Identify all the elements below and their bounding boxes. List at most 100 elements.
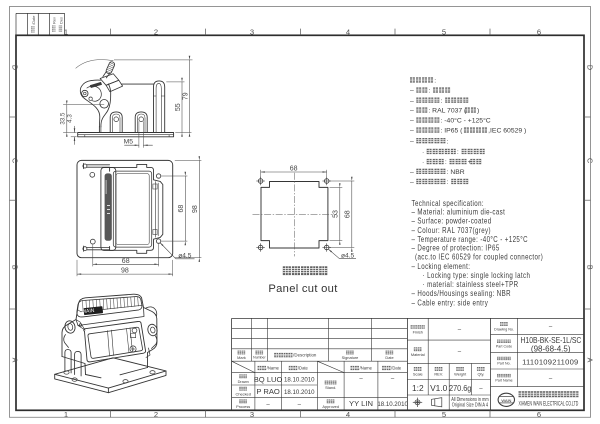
svg-text:– Colour: RAL 7037(grey): – Colour: RAL 7037(grey) bbox=[412, 225, 491, 235]
svg-text:V1.0: V1.0 bbox=[430, 383, 448, 393]
svg-text:4: 4 bbox=[346, 27, 350, 36]
svg-text:3: 3 bbox=[250, 27, 254, 36]
svg-text:: RAL 7037 (: : RAL 7037 ( bbox=[428, 108, 467, 115]
svg-text:/Date: /Date bbox=[391, 366, 402, 371]
svg-text:A: A bbox=[11, 358, 20, 363]
svg-text:– Surface: powder-coated: – Surface: powder-coated bbox=[412, 216, 492, 226]
svg-text:ø4.5: ø4.5 bbox=[341, 253, 355, 260]
svg-text:(98-68-4.5): (98-68-4.5) bbox=[531, 344, 571, 353]
svg-text::: : bbox=[447, 179, 449, 186]
svg-text:: -40°C - +125°C: : -40°C - +125°C bbox=[441, 117, 491, 125]
svg-text:): ) bbox=[477, 108, 479, 115]
svg-text:–: – bbox=[479, 386, 483, 392]
svg-text:–: – bbox=[266, 402, 270, 408]
svg-text:BQ LUO: BQ LUO bbox=[254, 375, 283, 384]
svg-text:–: – bbox=[410, 169, 414, 176]
svg-text:– Hoods/Housings sealing: N: – Hoods/Housings sealing: NBR bbox=[412, 288, 512, 298]
svg-text:Weight: Weight bbox=[454, 372, 467, 377]
svg-text:53: 53 bbox=[333, 210, 340, 218]
svg-text:Scale: Scale bbox=[413, 372, 423, 377]
svg-text:–: – bbox=[410, 179, 414, 186]
svg-text:WAIN: WAIN bbox=[81, 308, 95, 315]
svg-text:Process: Process bbox=[236, 404, 250, 409]
svg-text:Des: Des bbox=[59, 17, 63, 24]
svg-text:D: D bbox=[11, 65, 20, 70]
svg-text:33.5: 33.5 bbox=[60, 112, 67, 125]
svg-text::: : bbox=[441, 98, 443, 105]
svg-text:M5: M5 bbox=[124, 139, 134, 146]
svg-text:/Date: /Date bbox=[298, 366, 309, 371]
svg-text:–: – bbox=[359, 377, 363, 383]
svg-text:–: – bbox=[410, 138, 414, 145]
svg-text:18.10.2010: 18.10.2010 bbox=[377, 401, 408, 408]
svg-text:6: 6 bbox=[537, 27, 541, 36]
svg-text::: : bbox=[434, 78, 436, 85]
svg-text:Original Size DIN A 4: Original Size DIN A 4 bbox=[452, 402, 489, 408]
svg-text:98: 98 bbox=[121, 268, 129, 275]
svg-text:– Temperature range: -40°C: – Temperature range: -40°C - +125°C bbox=[412, 234, 528, 244]
svg-text:REV.: REV. bbox=[434, 372, 443, 377]
svg-text:Stand.: Stand. bbox=[325, 385, 336, 390]
svg-text:1:2: 1:2 bbox=[412, 383, 424, 393]
svg-text:–: – bbox=[549, 376, 553, 382]
svg-text:Finish: Finish bbox=[413, 329, 423, 334]
svg-text:Drawing No.: Drawing No. bbox=[494, 327, 514, 331]
svg-text:98: 98 bbox=[192, 205, 199, 213]
svg-text:5: 5 bbox=[442, 410, 446, 419]
svg-text:· Locking type: single lo: · Locking type: single locking latch bbox=[423, 270, 531, 280]
svg-text:D: D bbox=[586, 65, 595, 70]
svg-text:Drawn: Drawn bbox=[238, 379, 249, 384]
svg-text:– Locking element:: – Locking element: bbox=[412, 261, 471, 271]
svg-text:68: 68 bbox=[122, 258, 130, 265]
svg-text::: : bbox=[428, 88, 430, 95]
svg-text:·: · bbox=[422, 159, 424, 166]
svg-text:P RAO: P RAO bbox=[256, 387, 280, 396]
svg-text:–: – bbox=[410, 128, 414, 135]
svg-text:– Material: aluminium die-c: – Material: aluminium die-cast bbox=[412, 207, 506, 217]
svg-text:68: 68 bbox=[345, 210, 352, 218]
svg-text:Part No.: Part No. bbox=[497, 362, 510, 366]
svg-text:XIAMEN WAIN ELECTRICAL CO.LTD: XIAMEN WAIN ELECTRICAL CO.LTD bbox=[519, 401, 579, 408]
svg-text:/Name: /Name bbox=[267, 366, 280, 371]
svg-text:5: 5 bbox=[442, 27, 446, 36]
svg-text:Date: Date bbox=[385, 355, 393, 360]
svg-text:B: B bbox=[586, 265, 595, 270]
svg-text:· material: stainless stee: · material: stainless steel+TPR bbox=[423, 279, 519, 289]
svg-text:Panel cut out: Panel cut out bbox=[268, 283, 338, 295]
svg-text:Qty.: Qty. bbox=[477, 372, 484, 377]
svg-text:–: – bbox=[410, 88, 414, 95]
svg-text:WAIN: WAIN bbox=[501, 398, 511, 403]
svg-text:–: – bbox=[298, 402, 302, 408]
svg-text:–: – bbox=[549, 325, 553, 331]
svg-text:·: · bbox=[422, 149, 424, 156]
svg-text:/Date: /Date bbox=[32, 16, 36, 25]
svg-text:4: 4 bbox=[346, 410, 350, 419]
svg-text:4.3: 4.3 bbox=[67, 114, 74, 123]
svg-text:270.6g: 270.6g bbox=[449, 384, 471, 394]
svg-text:+: + bbox=[468, 159, 472, 166]
svg-text:: NBR: : NBR bbox=[447, 169, 465, 176]
svg-text:–: – bbox=[410, 98, 414, 105]
svg-text:Technical specification:: Technical specification: bbox=[412, 198, 485, 208]
svg-text:1110109211009: 1110109211009 bbox=[522, 357, 578, 366]
svg-text:C: C bbox=[586, 158, 595, 163]
svg-text:H10B-BK-SE-1L/SC: H10B-BK-SE-1L/SC bbox=[521, 335, 582, 345]
svg-text:18.10.2010: 18.10.2010 bbox=[284, 377, 315, 384]
svg-text:Checked: Checked bbox=[236, 391, 251, 396]
svg-text:ø4.5: ø4.5 bbox=[178, 253, 192, 260]
svg-text:79: 79 bbox=[182, 92, 189, 100]
svg-text:: IP65 (: : IP65 ( bbox=[441, 128, 464, 135]
svg-text:68: 68 bbox=[290, 166, 298, 173]
svg-text::: : bbox=[445, 159, 447, 166]
svg-text:,IEC 60529 ): ,IEC 60529 ) bbox=[488, 128, 526, 135]
svg-text:2: 2 bbox=[154, 410, 158, 419]
svg-text:– Degree of protection: IP: – Degree of protection: IP65 bbox=[412, 243, 500, 253]
svg-text:All Dimensions in mm: All Dimensions in mm bbox=[451, 396, 489, 402]
svg-text:–: – bbox=[458, 327, 462, 333]
svg-text:–: – bbox=[391, 377, 395, 383]
svg-text:– Cable entry: side entry: – Cable entry: side entry bbox=[412, 298, 489, 308]
svg-text:Material: Material bbox=[411, 352, 425, 357]
svg-text:1: 1 bbox=[64, 410, 68, 419]
svg-text::: : bbox=[447, 138, 449, 145]
svg-text:C: C bbox=[11, 158, 20, 163]
